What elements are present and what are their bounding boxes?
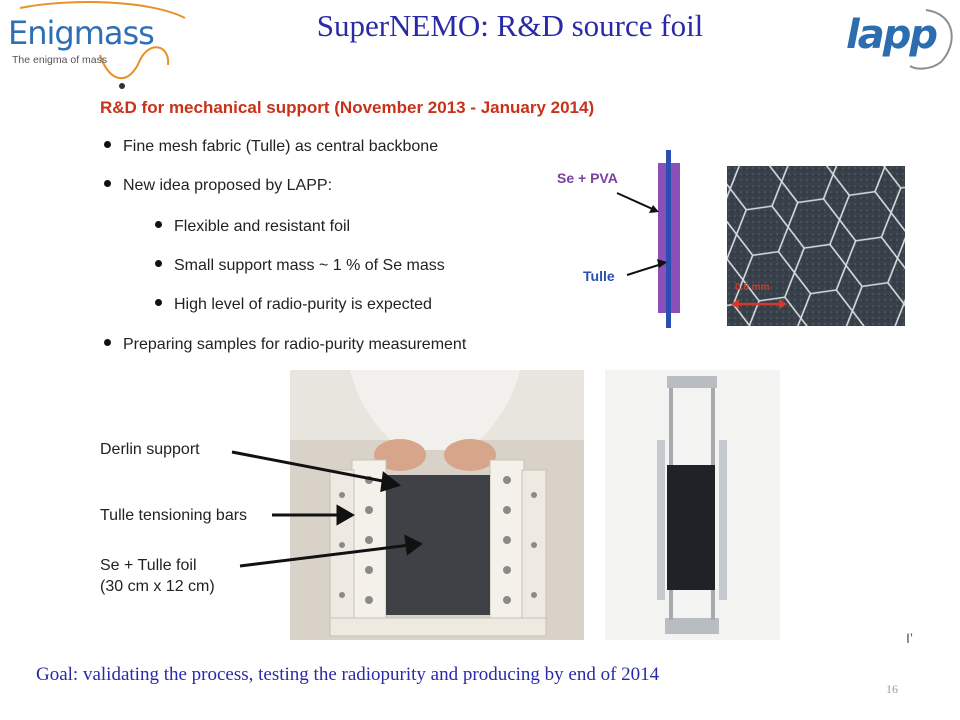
- bullet-dot-icon: [104, 141, 111, 149]
- lapp-logo-text: lapp: [846, 12, 938, 58]
- se-tulle-foil: [386, 475, 490, 615]
- frame-screws: [339, 476, 537, 604]
- foil-layer-diagram: Se + PVA Tulle: [557, 150, 680, 328]
- tulle-layer: [666, 150, 671, 328]
- sub-bullet-item: Small support mass ~ 1 % of Se mass: [155, 257, 445, 275]
- tensioning-frame-photo: [290, 370, 584, 640]
- right-hand: [444, 439, 496, 471]
- sub-bullet-item: High level of radio-purity is expected: [155, 296, 432, 314]
- bullet-text: High level of radio-purity is expected: [174, 296, 432, 313]
- enigmass-tagline: The enigma of mass: [12, 54, 108, 66]
- page-number: 16: [886, 682, 898, 696]
- right-bar: [489, 459, 525, 631]
- sub-bullet-item: Flexible and resistant foil: [155, 218, 350, 236]
- derlin-support-label: Derlin support: [100, 441, 200, 458]
- mounted-foil-photo: [605, 370, 780, 640]
- enigmass-logo: [0, 0, 200, 95]
- scale-label: 0.8 mm: [735, 282, 770, 293]
- enigmass-logo-text: Enigmass: [8, 14, 155, 52]
- se-pva-label: Se + PVA: [557, 170, 618, 186]
- arrow-se-pva: [616, 192, 658, 212]
- bullet-dot-icon: [155, 260, 162, 268]
- enigmass-swoosh-icon: [19, 1, 186, 89]
- section-heading: R&D for mechanical support (November 201…: [100, 98, 595, 117]
- bullet-dot-icon: [155, 299, 162, 307]
- tulle-mesh-photo: 0.8 mm: [727, 166, 905, 326]
- bullet-text: Fine mesh fabric (Tulle) as central back…: [123, 138, 439, 155]
- corner-mark: I’: [906, 630, 913, 646]
- bullet-item: Preparing samples for radio-purity measu…: [104, 336, 466, 354]
- bullet-item: New idea proposed by LAPP:: [104, 177, 332, 195]
- foil-size-label: (30 cm x 12 cm): [100, 578, 215, 595]
- bullet-text: New idea proposed by LAPP:: [123, 177, 333, 194]
- bullet-text: Preparing samples for radio-purity measu…: [123, 336, 467, 353]
- bullet-text: Small support mass ~ 1 % of Se mass: [174, 257, 445, 274]
- arrowhead-icon: [731, 299, 739, 309]
- frame-top: [667, 376, 717, 388]
- tensioning-bars-label: Tulle tensioning bars: [100, 507, 248, 524]
- bullet-dot-icon: [104, 180, 111, 188]
- frame-base: [665, 618, 719, 634]
- lab-coat-sleeves: [350, 370, 520, 450]
- lapp-swoosh-icon: [909, 9, 953, 70]
- arrowhead-icon: [779, 299, 787, 309]
- arrowhead-icon: [649, 205, 659, 213]
- bullet-text: Flexible and resistant foil: [174, 218, 351, 235]
- bullet-dot-icon: [155, 221, 162, 229]
- tulle-label: Tulle: [583, 268, 615, 284]
- mounted-foil: [667, 465, 715, 590]
- goal-statement: Goal: validating the process, testing th…: [36, 664, 660, 685]
- slide-title: SuperNEMO: R&D source foil: [316, 8, 704, 43]
- bullet-dot-icon: [104, 339, 111, 347]
- foil-label: Se + Tulle foil: [100, 557, 197, 574]
- bullet-item: Fine mesh fabric (Tulle) as central back…: [104, 138, 438, 156]
- left-bar: [351, 459, 387, 631]
- lapp-logo: [836, 4, 960, 74]
- arrowhead-icon: [657, 259, 667, 268]
